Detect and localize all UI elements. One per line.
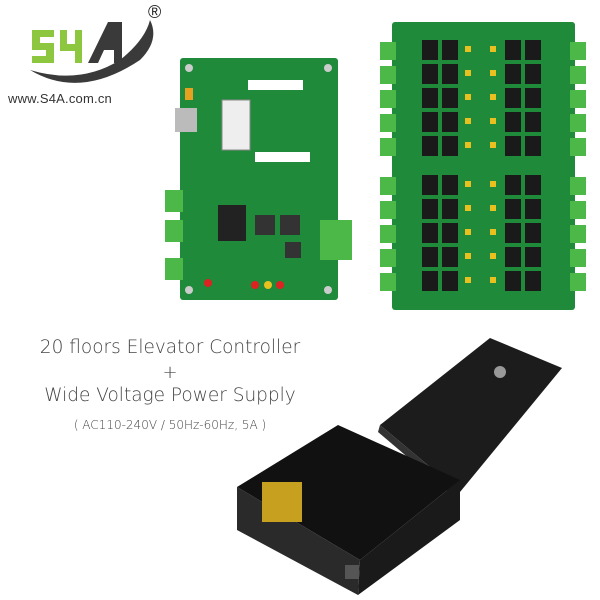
- relay: [525, 247, 541, 267]
- website-url: www.S4A.com.cn: [8, 91, 112, 106]
- power-supply-box: [237, 338, 562, 595]
- relay: [505, 271, 521, 291]
- relay: [442, 136, 458, 156]
- terminal-block: [380, 201, 396, 219]
- relay: [505, 88, 521, 108]
- relay: [422, 112, 438, 132]
- caption-plus: +: [162, 362, 178, 383]
- relay: [442, 223, 458, 243]
- relay: [525, 64, 541, 84]
- relay: [442, 247, 458, 267]
- relay: [422, 64, 438, 84]
- terminal-block: [380, 177, 396, 195]
- terminal-block: [380, 249, 396, 267]
- led: [465, 277, 471, 283]
- terminal-block: [570, 66, 586, 84]
- relay: [442, 271, 458, 291]
- led: [465, 70, 471, 76]
- led: [465, 253, 471, 259]
- relay: [442, 199, 458, 219]
- terminal-block: [570, 273, 586, 291]
- relay: [442, 112, 458, 132]
- relay: [442, 40, 458, 60]
- caption-spec: ( AC110-240V / 50Hz-60Hz, 5A ): [73, 418, 267, 432]
- terminal-block: [570, 138, 586, 156]
- terminal-block: [380, 138, 396, 156]
- terminal-block: [570, 90, 586, 108]
- relay: [422, 88, 438, 108]
- terminal-block: [380, 42, 396, 60]
- controller-board: [165, 58, 352, 300]
- relay: [505, 112, 521, 132]
- led: [465, 94, 471, 100]
- terminal-block: [380, 66, 396, 84]
- led: [490, 181, 496, 187]
- terminal-block: [570, 225, 586, 243]
- terminal-block: [570, 249, 586, 267]
- led: [465, 229, 471, 235]
- relay: [422, 199, 438, 219]
- caption-line1: 20 floors Elevator Controller: [39, 337, 301, 358]
- led: [490, 277, 496, 283]
- relay: [505, 136, 521, 156]
- relay: [525, 223, 541, 243]
- relay: [525, 88, 541, 108]
- relay: [525, 271, 541, 291]
- relay: [422, 223, 438, 243]
- terminal-block: [570, 177, 586, 195]
- led: [490, 205, 496, 211]
- led: [465, 205, 471, 211]
- relay: [422, 40, 438, 60]
- registered-mark: ®: [148, 2, 162, 22]
- relay: [505, 223, 521, 243]
- terminal-block: [570, 201, 586, 219]
- terminal-block: [380, 273, 396, 291]
- terminal-block: [380, 225, 396, 243]
- led: [490, 70, 496, 76]
- led: [465, 142, 471, 148]
- relay: [505, 247, 521, 267]
- led: [465, 46, 471, 52]
- relay: [525, 112, 541, 132]
- terminal-block: [570, 42, 586, 60]
- terminal-block: [570, 114, 586, 132]
- led: [490, 94, 496, 100]
- led: [490, 118, 496, 124]
- relay: [505, 199, 521, 219]
- relay: [505, 64, 521, 84]
- relay: [422, 136, 438, 156]
- relay: [525, 136, 541, 156]
- led: [490, 46, 496, 52]
- led: [465, 181, 471, 187]
- relay: [422, 247, 438, 267]
- relay: [505, 40, 521, 60]
- s4a-logo: [30, 20, 154, 83]
- led: [490, 142, 496, 148]
- relay: [525, 40, 541, 60]
- relay: [422, 175, 438, 195]
- terminal-block: [380, 114, 396, 132]
- relay: [442, 88, 458, 108]
- led: [490, 253, 496, 259]
- relay: [505, 175, 521, 195]
- terminal-block: [380, 90, 396, 108]
- relay: [525, 199, 541, 219]
- led: [490, 229, 496, 235]
- relay: [525, 175, 541, 195]
- relay: [422, 271, 438, 291]
- relay-board: [380, 22, 586, 310]
- led: [465, 118, 471, 124]
- relay: [442, 175, 458, 195]
- caption-line2: Wide Voltage Power Supply: [44, 385, 296, 406]
- relay: [442, 64, 458, 84]
